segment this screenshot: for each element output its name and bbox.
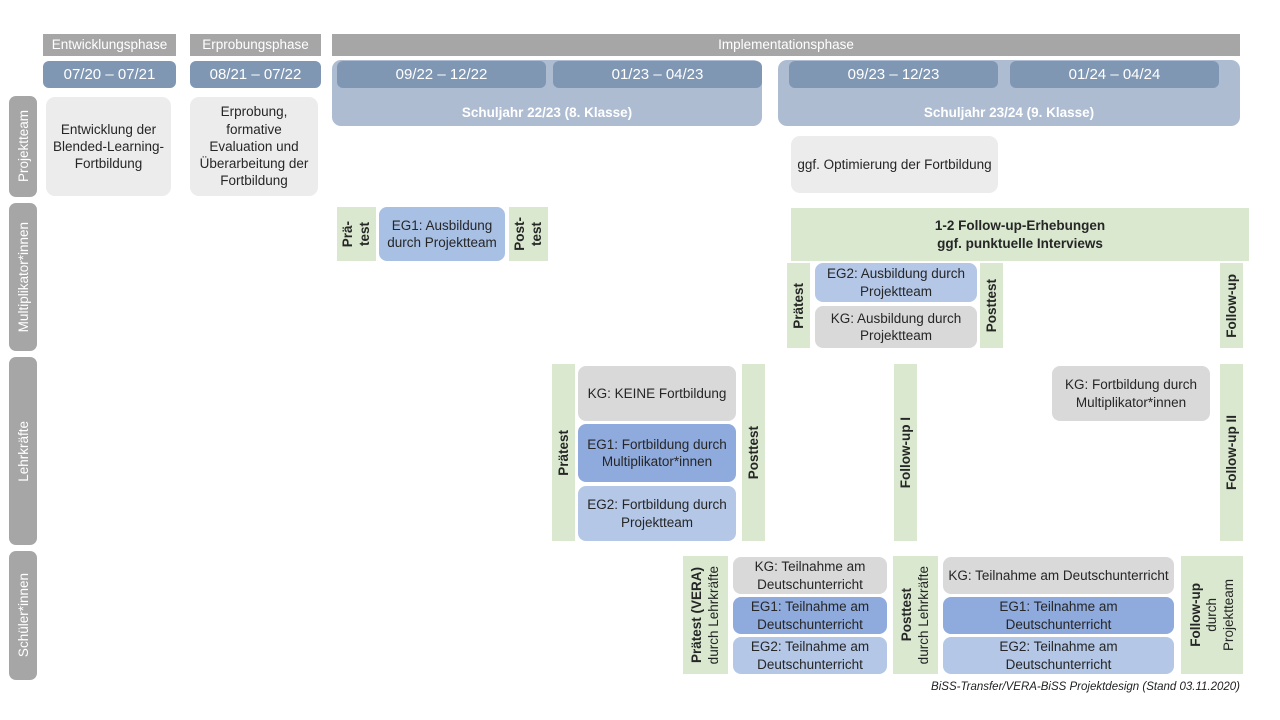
- schueler-eg1-left-box: EG1: Teilnahme am Deutschunterricht: [733, 597, 887, 634]
- schueler-posttest-column: Posttest durch Lehrkräfte: [893, 556, 938, 674]
- multiplikator-posttest-line1: Post-: [512, 217, 528, 251]
- schueler-followup-sub1: durch: [1204, 598, 1220, 632]
- date-band-0923-1223: 09/23 – 12/23: [789, 61, 998, 88]
- phase-header-implementationsphase: Implementationsphase: [332, 34, 1240, 56]
- schueler-praetest-main: Prätest (VERA): [689, 566, 705, 664]
- footer-credit: BiSS-Transfer/VERA-BiSS Projektdesign (S…: [931, 681, 1240, 693]
- row-label-projektteam: Projektteam: [9, 96, 37, 197]
- projektteam-optimierung-box: ggf. Optimierung der Fortbildung: [791, 136, 998, 193]
- lehrkraefte-kg-right-box: KG: Fortbildung durch Multiplikator*inne…: [1052, 366, 1210, 421]
- lehrkraefte-eg1-box: EG1: Fortbildung durch Multiplikator*inn…: [578, 424, 736, 482]
- multiplikator-posttest2-text: Posttest: [983, 278, 999, 333]
- multiplikator-eg1-box: EG1: Ausbildung durch Projektteam: [379, 207, 505, 261]
- date-band-0123-0423: 01/23 – 04/23: [553, 61, 762, 88]
- lehrkraefte-eg2-box: EG2: Fortbildung durch Projektteam: [578, 486, 736, 541]
- row-label-schueler: Schüler*innen: [9, 551, 37, 680]
- row-label-schueler-text: Schüler*innen: [15, 573, 31, 658]
- date-band-0922-1222: 09/22 – 12/22: [337, 61, 546, 88]
- date-band-0821-0722: 08/21 – 07/22: [190, 61, 321, 88]
- multiplikator-praetest-line2: test: [357, 221, 372, 246]
- projektteam-entwicklung-box: Entwicklung der Blended-Learning-Fortbil…: [46, 97, 171, 196]
- lehrkraefte-praetest-column: Prätest: [552, 364, 575, 541]
- row-label-projektteam-text: Projektteam: [15, 110, 31, 183]
- multiplikator-followup-column: Follow-up: [1220, 263, 1243, 348]
- schueler-followup-sub2: Projektteam: [1220, 578, 1236, 652]
- schueler-eg2-left-box: EG2: Teilnahme am Deutschunterricht: [733, 637, 887, 674]
- multiplikator-kg-box: KG: Ausbildung durch Projektteam: [815, 306, 977, 348]
- multiplikator-posttest-line2: test: [529, 221, 544, 246]
- followup-banner-line2: ggf. punktuelle Interviews: [937, 235, 1103, 251]
- multiplikator-followup-text: Follow-up: [1223, 273, 1239, 338]
- multiplikator-praetest2-column: Prätest: [787, 263, 810, 348]
- schueler-eg1-right-box: EG1: Teilnahme am Deutschunterricht: [943, 597, 1174, 634]
- row-label-multiplikator-text: Multiplikator*innen: [15, 221, 31, 333]
- schueler-praetest-sub: durch Lehrkräfte: [706, 565, 721, 665]
- lehrkraefte-followup2-column: Follow-up II: [1220, 364, 1243, 541]
- lehrkraefte-followup2-text: Follow-up II: [1223, 415, 1239, 490]
- row-label-multiplikator: Multiplikator*innen: [9, 203, 37, 351]
- multiplikator-praetest-column: Prä- test: [337, 207, 376, 261]
- schueler-posttest-main: Posttest: [899, 588, 915, 642]
- multiplikator-posttest-column: Post- test: [509, 207, 548, 261]
- multiplikator-praetest2-text: Prätest: [790, 282, 806, 329]
- lehrkraefte-followup1-text: Follow-up I: [897, 416, 913, 489]
- phase-header-erprobungsphase: Erprobungsphase: [190, 34, 321, 56]
- lehrkraefte-praetest-text: Prätest: [555, 429, 571, 476]
- schueler-kg-right-box: KG: Teilnahme am Deutschunterricht: [943, 557, 1174, 594]
- schueler-followup-main: Follow-up: [1187, 583, 1203, 647]
- multiplikator-posttest2-column: Posttest: [980, 263, 1003, 348]
- schueler-followup-column: Follow-up durch Projektteam: [1181, 556, 1243, 674]
- multiplikator-praetest-line1: Prä-: [340, 220, 356, 248]
- phase-header-entwicklungsphase: Entwicklungsphase: [43, 34, 176, 56]
- multiplikator-followup-banner: 1-2 Follow-up-Erhebungen ggf. punktuelle…: [791, 208, 1249, 261]
- schueler-eg2-right-box: EG2: Teilnahme am Deutschunterricht: [943, 637, 1174, 674]
- projektteam-erprobung-box: Erprobung, formative Evaluation und Über…: [190, 97, 318, 196]
- schueler-praetest-column: Prätest (VERA) durch Lehrkräfte: [683, 556, 728, 674]
- row-label-lehrkraefte-text: Lehrkräfte: [15, 420, 31, 482]
- row-label-lehrkraefte: Lehrkräfte: [9, 357, 37, 545]
- lehrkraefte-posttest-text: Posttest: [745, 425, 761, 480]
- lehrkraefte-followup1-column: Follow-up I: [894, 364, 917, 541]
- date-band-0124-0424: 01/24 – 04/24: [1010, 61, 1219, 88]
- lehrkraefte-posttest-column: Posttest: [742, 364, 765, 541]
- multiplikator-eg2-box: EG2: Ausbildung durch Projektteam: [815, 263, 977, 302]
- followup-banner-line1: 1-2 Follow-up-Erhebungen: [934, 217, 1106, 233]
- date-band-0720-0721: 07/20 – 07/21: [43, 61, 176, 88]
- schueler-posttest-sub: durch Lehrkräfte: [916, 565, 931, 665]
- lehrkraefte-kg-box: KG: KEINE Fortbildung: [578, 366, 736, 421]
- schueler-kg-left-box: KG: Teilnahme am Deutschunterricht: [733, 557, 887, 594]
